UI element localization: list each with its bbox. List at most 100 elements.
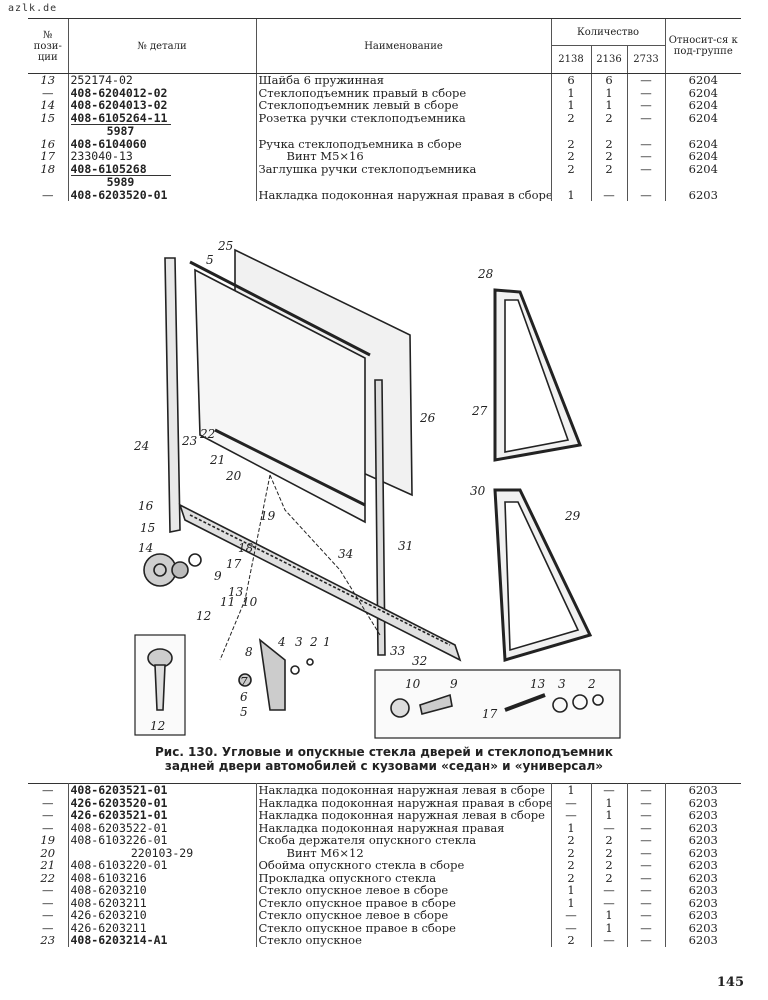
figure-callout: 24 [133,439,149,453]
row-qty-2136: 2 [590,834,627,847]
row-pos: — [42,909,54,922]
row-group: 6203 [664,821,741,834]
figure-callout: 2 [309,635,318,649]
figure-callout: 16 [138,499,154,513]
row-group: 6203 [664,884,741,897]
row-name: Стеклоподъемник левый в сборе [255,99,551,112]
row-qty-2733: — [626,834,665,847]
row-pos: 19 [40,834,56,847]
row-qty-2733: — [626,137,666,150]
figure-callout: 13 [228,585,244,599]
row-name-text: Накладка подоконная наружная правая в сб… [258,188,552,201]
row-pos: — [42,796,54,809]
row-qty-2733: — [626,809,665,822]
figure-callout: 29 [564,509,581,523]
row-qty-2138: 2 [550,859,591,872]
row-part-number: 408-6203521-01 [67,783,256,797]
row-name: Винт М5×16 [255,150,551,163]
row-qty-2136: 1 [590,796,627,809]
figure-callout: 8 [245,645,253,659]
part-number-text: 408-6104060 [70,137,147,150]
row-group: 6203 [664,783,741,797]
row-part-number: 426-6203520-01 [67,796,256,809]
handle-callout: 12 [150,719,165,733]
row-qty-2136: 1 [590,809,627,822]
row-qty-2138: 2 [550,111,591,138]
row-pos: — [42,783,54,797]
row-qty-2138: — [550,921,591,934]
row-part-number: 233040-13 [67,150,256,163]
figure-callout: 20 [225,469,242,483]
row-name-text: Стекло опускное левое в сборе [258,884,449,897]
row-name: Розетка ручки стеклоподъемника [255,111,551,138]
figure-callout: 18 [238,541,254,555]
row-part-number: 426-6203211 [67,921,256,934]
header-pos: № пози- ции [28,18,68,74]
row-part-number: 408-6204013-02 [67,99,256,112]
figure-callout: 11 [220,595,235,609]
part-number-text: 408-6105264-11 [70,111,168,125]
row-part-number: 408-6204012-02 [67,86,256,99]
figure-callout: 19 [260,509,276,523]
row-name: Стекло опускное левое в сборе [255,909,551,922]
row-qty-2138: 1 [550,821,591,834]
row-pos: 14 [40,99,56,112]
part-number-text: 426-6203210 [70,909,147,922]
row-name-text: Шайба 6 пружинная [258,73,385,87]
row-name-text: Стеклоподъемник правый в сборе [258,86,467,99]
row-pos: — [42,921,54,934]
part-number-text: 408-6203520-01 [70,188,168,201]
row-pos: 23 [40,934,56,947]
detail-callout: 3 [558,677,566,691]
part-number-text: 408-6103216 [70,871,147,884]
row-group: 6203 [664,809,741,822]
figure-callout: 7 [240,675,248,689]
row-qty-2138: — [550,909,591,922]
row-name-text: Розетка ручки стеклоподъемника [258,111,466,125]
row-name-text: Накладка подоконная наружная левая в сбо… [258,783,545,797]
row-qty-2136: 1 [590,909,627,922]
figure-callout: 32 [412,654,427,668]
row-name-text: Стекло опускное [258,934,362,947]
row-qty-2733: — [626,846,665,859]
row-name: Ручка стеклоподъемника в сборе [255,137,551,150]
row-name-text: Винт М5×16 [286,150,364,163]
figure-callout: 10 [242,595,258,609]
figure-callout: 3 [295,635,303,649]
row-qty-2136: — [590,934,627,947]
row-qty-2733: — [626,859,665,872]
detail-callout: 9 [450,677,458,691]
row-group: 6203 [664,834,741,847]
row-pos: — [42,884,54,897]
row-qty-2138: — [550,796,591,809]
row-group: 6203 [664,934,741,947]
row-group: 6204 [664,137,742,150]
row-group: 6203 [664,921,741,934]
row-group: 6204 [664,111,742,138]
row-qty-2733: — [626,783,665,797]
row-pos: 22 [40,871,56,884]
figure-callout: 34 [338,547,353,561]
row-part-number: 408-6203520-01 [67,188,256,201]
figure-callout: 9 [214,569,222,583]
part-number-text: 408-6204013-02 [70,99,168,112]
row-part-number: 408-6103220-01 [67,859,256,872]
row-part-number: 408-6104060 [67,137,256,150]
row-pos: 18 [40,162,56,176]
row-pos: — [42,821,54,834]
figure-callout: 22 [199,427,215,441]
header-name: Наименование [255,18,551,74]
row-group: 6204 [664,86,742,99]
row-name-text: Стекло опускное правое в сборе [258,921,456,934]
part-number-text: 408-6203210 [70,884,147,897]
row-group: 6203 [664,859,741,872]
row-qty-2733: — [626,111,666,138]
